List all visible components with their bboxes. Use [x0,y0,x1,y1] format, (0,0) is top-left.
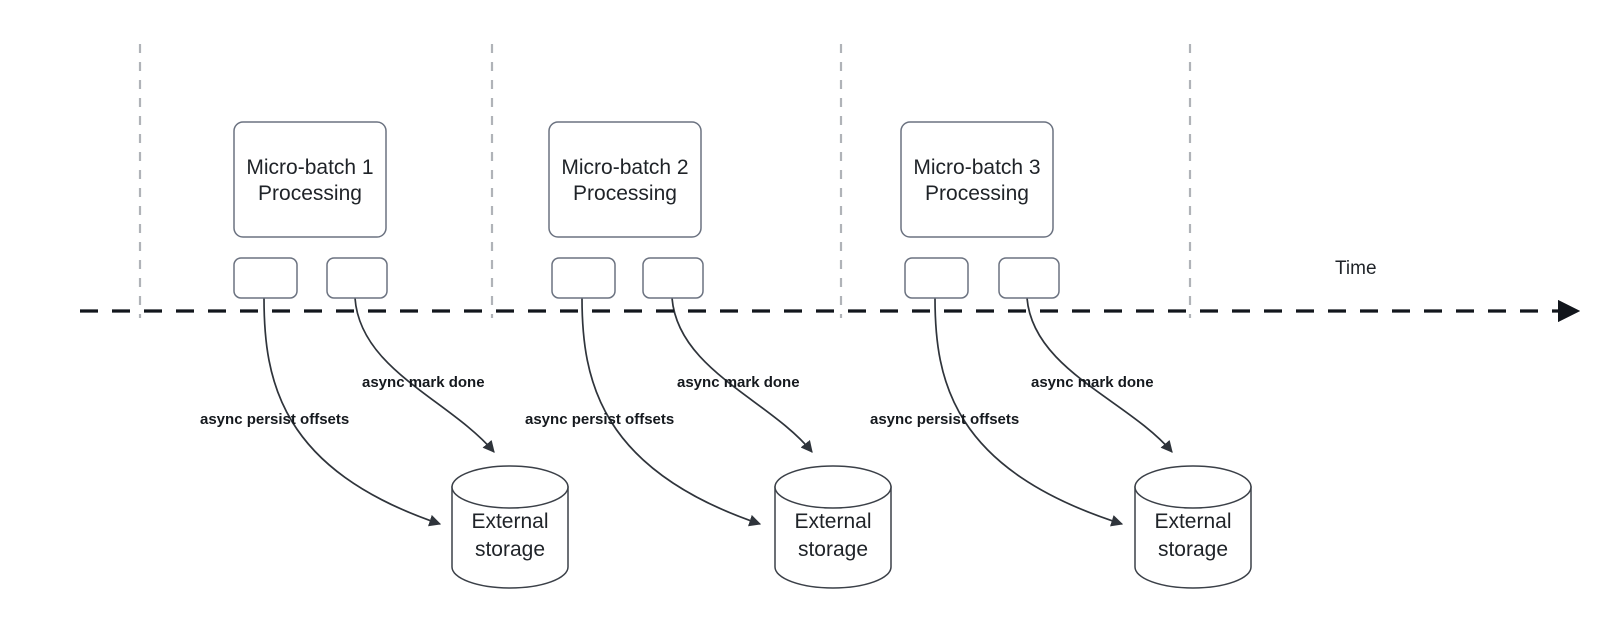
external-storage-2-line2: storage [798,538,868,561]
external-storage-2-top [774,465,892,509]
edge-layer [263,297,1173,527]
edge-persist-offsets-2 [581,297,762,527]
external-storage-3-line2: storage [1158,538,1228,561]
persist-offsets-task-1[interactable] [233,257,298,299]
batch-1-persist-offsets-label: async persist offsets [200,411,349,428]
mark-done-task-3[interactable] [998,257,1060,299]
edge-persist-offsets-3 [934,297,1124,527]
external-storage-2[interactable]: External storage [774,465,892,589]
external-storage-1-line2: storage [475,538,545,561]
batch-2-title-line1: Micro-batch 2 [561,156,688,179]
batch-3-title-line1: Micro-batch 3 [913,156,1040,179]
edge-persist-offsets-1 [263,297,442,527]
external-storage-3-body [1134,486,1252,589]
batch-1-title-line2: Processing [258,182,362,205]
mark-done-task-1[interactable] [326,257,388,299]
external-storage-3-line1: External [1154,510,1231,533]
edge-mark-done-1 [354,297,495,453]
batch-2-processing-box[interactable] [548,121,702,238]
batch-3-mark-done-label: async mark done [1031,374,1154,391]
external-storage-2-line1: External [794,510,871,533]
batch-3-persist-offsets-label: async persist offsets [870,411,1019,428]
mark-done-task-2[interactable] [642,257,704,299]
external-storage-1-body [451,486,569,589]
external-storage-3-top [1134,465,1252,509]
batch-2-mark-done-label: async mark done [677,374,800,391]
external-storage-1[interactable]: External storage [451,465,569,589]
external-storage-2-body [774,486,892,589]
batch-1-processing-box[interactable] [233,121,387,238]
batch-layer: Micro-batch 1ProcessingExternalstorageMi… [233,121,1252,589]
batch-1-mark-done-label: async mark done [362,374,485,391]
batch-3-title-line2: Processing [925,182,1029,205]
external-storage-3[interactable]: External storage [1134,465,1252,589]
edge-mark-done-3 [1026,297,1173,453]
time-axis-label: Time [1335,258,1377,279]
batch-1-title-line1: Micro-batch 1 [246,156,373,179]
edge-label-layer: async persist offsets async mark done asyn… [200,374,1154,428]
batch-2-title-line2: Processing [573,182,677,205]
persist-offsets-task-2[interactable] [551,257,616,299]
persist-offsets-task-3[interactable] [904,257,969,299]
batch-3-processing-box[interactable] [900,121,1054,238]
edge-mark-done-2 [671,297,813,453]
external-storage-1-top [451,465,569,509]
batch-2-persist-offsets-label: async persist offsets [525,411,674,428]
external-storage-1-line1: External [471,510,548,533]
